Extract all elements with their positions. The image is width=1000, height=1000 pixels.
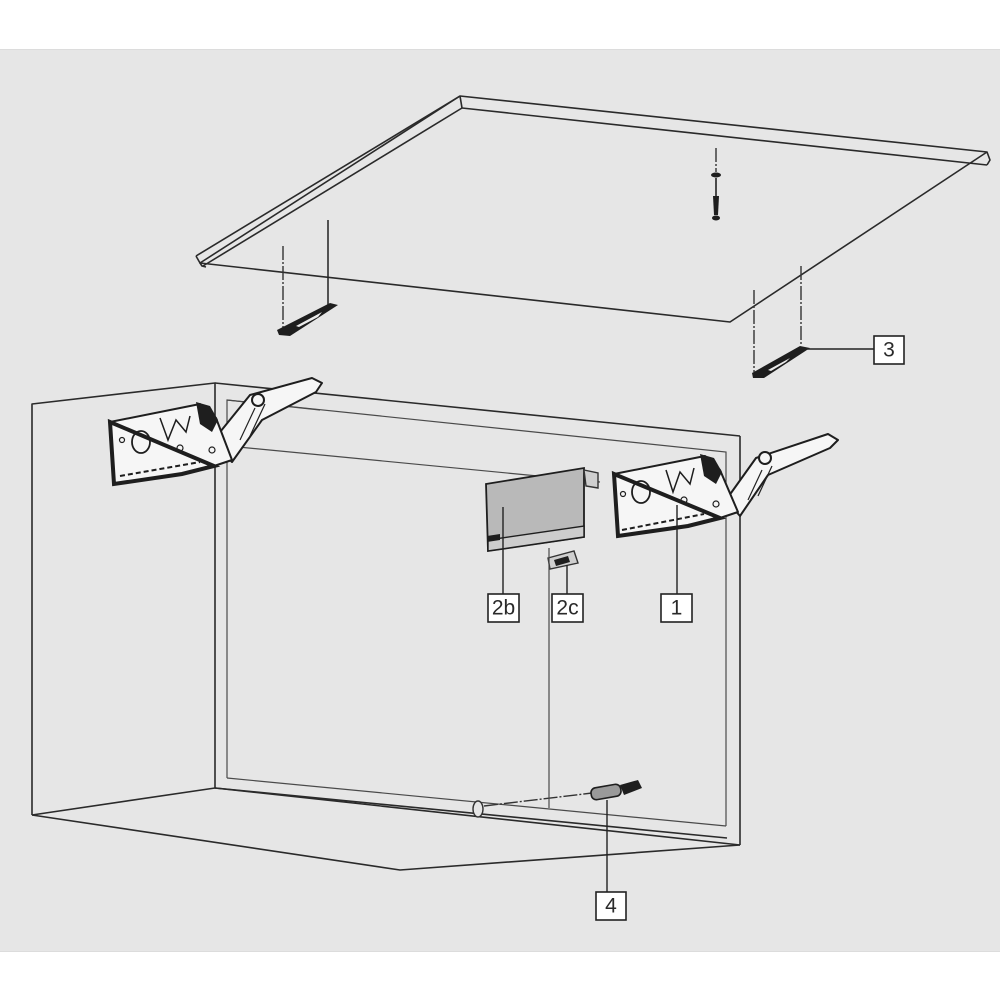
callout-4-label: 4 bbox=[605, 895, 617, 918]
callout-2b-label: 2b bbox=[492, 597, 515, 620]
callout-1[interactable]: 1 bbox=[660, 505, 693, 623]
cover-cap bbox=[485, 466, 599, 553]
front-bracket-left-icon bbox=[277, 220, 338, 336]
lift-mechanism-right bbox=[611, 433, 839, 539]
callout-4[interactable]: 4 bbox=[595, 800, 627, 921]
callout-3[interactable]: 3 bbox=[806, 335, 905, 365]
screw-icon bbox=[711, 148, 721, 221]
cover-cap-small bbox=[547, 550, 579, 570]
callout-2c[interactable]: 2c bbox=[548, 548, 584, 808]
lift-mechanism-left bbox=[107, 377, 323, 487]
callout-1-label: 1 bbox=[671, 597, 683, 620]
front-bracket-right-icon bbox=[752, 266, 810, 378]
callout-3-label: 3 bbox=[883, 339, 895, 362]
callout-2b[interactable]: 2b bbox=[487, 507, 520, 623]
lid-panel bbox=[195, 95, 991, 323]
dowel bbox=[472, 780, 642, 818]
callout-2c-label: 2c bbox=[556, 597, 578, 620]
